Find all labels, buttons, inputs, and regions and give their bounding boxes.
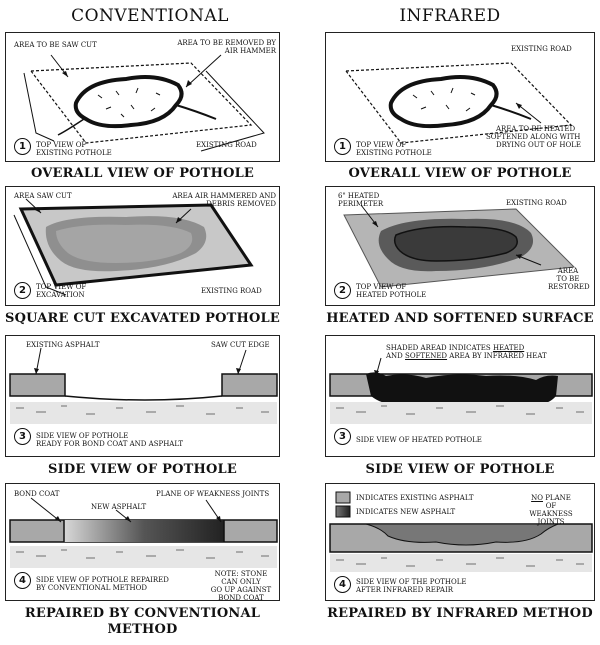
label-side-view: SIDE VIEW OF HEATED POTHOLE bbox=[356, 436, 482, 444]
panel-conventional-excavated: AREA SAW CUT AREA AIR HAMMERED AND DEBRI… bbox=[5, 186, 280, 306]
label-side-view-1: SIDE VIEW OF THE POTHOLE bbox=[356, 578, 467, 586]
pothole-perspective-drawing bbox=[344, 62, 573, 144]
caption-infrared-3: SIDE VIEW OF POTHOLE bbox=[365, 462, 555, 477]
label-existing-asphalt: EXISTING ASPHALT bbox=[26, 341, 100, 349]
panel-conventional-side: EXISTING ASPHALT SAW CUT EDGE 3 SIDE VIE… bbox=[5, 335, 280, 457]
label-plane-of-weakness: PLANE OF WEAKNESS JOINTS bbox=[156, 490, 270, 498]
label-heated-3: DRYING OUT OF HOLE bbox=[496, 141, 581, 149]
panel-infrared-repaired: INDICATES EXISTING ASPHALT INDICATES NEW… bbox=[325, 483, 595, 601]
label-shaded-1: SHADED AREAD INDICATES HEATED bbox=[386, 344, 525, 352]
side-section-drawing bbox=[329, 357, 593, 424]
legend-existing-asphalt: INDICATES EXISTING ASPHALT bbox=[356, 494, 474, 502]
label-shaded-softened: SOFTENED bbox=[405, 352, 448, 360]
label-area-removed-2: AIR HAMMER bbox=[224, 47, 276, 55]
label-side-view-2: READY FOR BOND COAT AND ASPHALT bbox=[36, 440, 184, 448]
caption-infrared-2: HEATED AND SOFTENED SURFACE bbox=[326, 311, 594, 326]
caption-infrared-4: REPAIRED BY INFRARED METHOD bbox=[327, 606, 593, 621]
label-heated-1: AREA TO BE HEATED bbox=[496, 125, 576, 133]
label-area-saw-cut: AREA TO BE SAW CUT bbox=[14, 41, 97, 49]
label-new-asphalt: NEW ASPHALT bbox=[91, 503, 147, 511]
label-shaded-2: AND SOFTENED AREA BY INFRARED HEAT bbox=[386, 352, 547, 360]
label-side-view-2: BY CONVENTIONAL METHOD bbox=[36, 584, 148, 592]
label-hammered-1: AREA AIR HAMMERED AND bbox=[172, 192, 276, 200]
label-note-4: BOND COAT bbox=[218, 594, 264, 602]
repaired-section-drawing bbox=[9, 497, 278, 568]
heated-perspective-drawing bbox=[343, 204, 576, 288]
label-saw-cut-edge: SAW CUT EDGE bbox=[211, 341, 270, 349]
caption-conventional-4a: REPAIRED BY CONVENTIONAL bbox=[24, 606, 261, 621]
label-note-1: NOTE: STONE bbox=[214, 570, 268, 578]
step-number-badge: 3 bbox=[334, 428, 351, 445]
label-note-2: CAN ONLY bbox=[221, 578, 261, 586]
side-section-drawing bbox=[9, 347, 278, 424]
caption-infrared-1: OVERALL VIEW OF POTHOLE bbox=[348, 166, 572, 181]
pothole-perspective-drawing bbox=[23, 54, 265, 152]
label-shaded-heated: HEATED bbox=[492, 344, 525, 352]
column-header-conventional: CONVENTIONAL bbox=[71, 6, 229, 26]
caption-conventional-1: OVERALL VIEW OF POTHOLE bbox=[30, 166, 255, 181]
label-top-view-1: TOP VIEW OF bbox=[356, 141, 407, 149]
label-side-view-1: SIDE VIEW OF POTHOLE REPAIRED bbox=[36, 576, 169, 584]
label-top-view-2: EXISTING POTHOLE bbox=[36, 149, 112, 157]
step-number-badge: 4 bbox=[14, 572, 31, 589]
column-header-infrared: INFRARED bbox=[399, 6, 501, 26]
caption-conventional-3: SIDE VIEW OF POTHOLE bbox=[48, 462, 237, 477]
label-restored-3: RESTORED bbox=[548, 283, 590, 291]
label-existing-road: EXISTING ROAD bbox=[196, 141, 257, 149]
label-top-view-1: TOP VIEW OF bbox=[36, 141, 87, 149]
label-top-view-1: TOP VIEW OF bbox=[356, 283, 407, 291]
step-number-badge: 4 bbox=[334, 576, 351, 593]
step-number-badge: 1 bbox=[14, 138, 31, 155]
label-existing-road: EXISTING ROAD bbox=[201, 287, 262, 295]
label-heated-perimeter-2: PERIMETER bbox=[338, 200, 384, 208]
panel-infrared-overall: EXISTING ROAD AREA TO BE HEATED SOFTENED… bbox=[325, 32, 595, 162]
panel-infrared-side: SHADED AREAD INDICATES HEATED AND SOFTEN… bbox=[325, 335, 595, 457]
label-area-saw-cut: AREA SAW CUT bbox=[14, 192, 72, 200]
label-note-3: GO UP AGAINST bbox=[210, 586, 272, 594]
label-restored-2: TO BE bbox=[556, 275, 580, 283]
label-area-removed-1: AREA TO BE REMOVED BY bbox=[177, 39, 276, 47]
label-top-view-2: EXCAVATION bbox=[36, 291, 85, 299]
label-top-view-2: EXISTING POTHOLE bbox=[356, 149, 432, 157]
label-heated-perimeter-1: 6" HEATED bbox=[338, 192, 380, 200]
caption-conventional-2: SQUARE CUT EXCAVATED POTHOLE bbox=[5, 311, 280, 326]
label-side-view-2: AFTER INFRARED REPAIR bbox=[356, 586, 454, 594]
step-number-badge: 2 bbox=[14, 282, 31, 299]
label-top-view-1: TOP VIEW OF bbox=[36, 283, 87, 291]
step-number-badge: 1 bbox=[334, 138, 351, 155]
label-top-view-2: HEATED POTHOLE bbox=[356, 291, 427, 299]
label-existing-road: EXISTING ROAD bbox=[511, 45, 572, 53]
label-no-plane: NO PLANE bbox=[531, 494, 571, 502]
label-hammered-2: DEBRIS REMOVED bbox=[206, 200, 276, 208]
label-side-view-1: SIDE VIEW OF POTHOLE bbox=[36, 432, 129, 440]
label-existing-road: EXISTING ROAD bbox=[506, 199, 567, 207]
label-bond-coat: BOND COAT bbox=[14, 490, 60, 498]
label-no-of: OF bbox=[545, 502, 557, 510]
panel-conventional-overall: AREA TO BE SAW CUT AREA TO BE REMOVED BY… bbox=[5, 32, 280, 162]
label-heated-2: SOFTENED ALONG WITH bbox=[486, 133, 581, 141]
caption-conventional-4b: METHOD bbox=[107, 622, 178, 637]
label-no-weakness: WEAKNESS JOINTS bbox=[529, 510, 573, 526]
label-restored-1: AREA bbox=[557, 267, 579, 275]
excavation-perspective-drawing bbox=[13, 198, 254, 296]
panel-conventional-repaired: BOND COAT NEW ASPHALT PLANE OF WEAKNESS … bbox=[5, 483, 280, 602]
step-number-badge: 2 bbox=[334, 282, 351, 299]
repaired-section-drawing bbox=[329, 491, 593, 572]
step-number-badge: 3 bbox=[14, 428, 31, 445]
panel-infrared-heated: 6" HEATED PERIMETER EXISTING ROAD 2 TOP … bbox=[325, 186, 595, 306]
legend-new-asphalt: INDICATES NEW ASPHALT bbox=[356, 508, 456, 516]
